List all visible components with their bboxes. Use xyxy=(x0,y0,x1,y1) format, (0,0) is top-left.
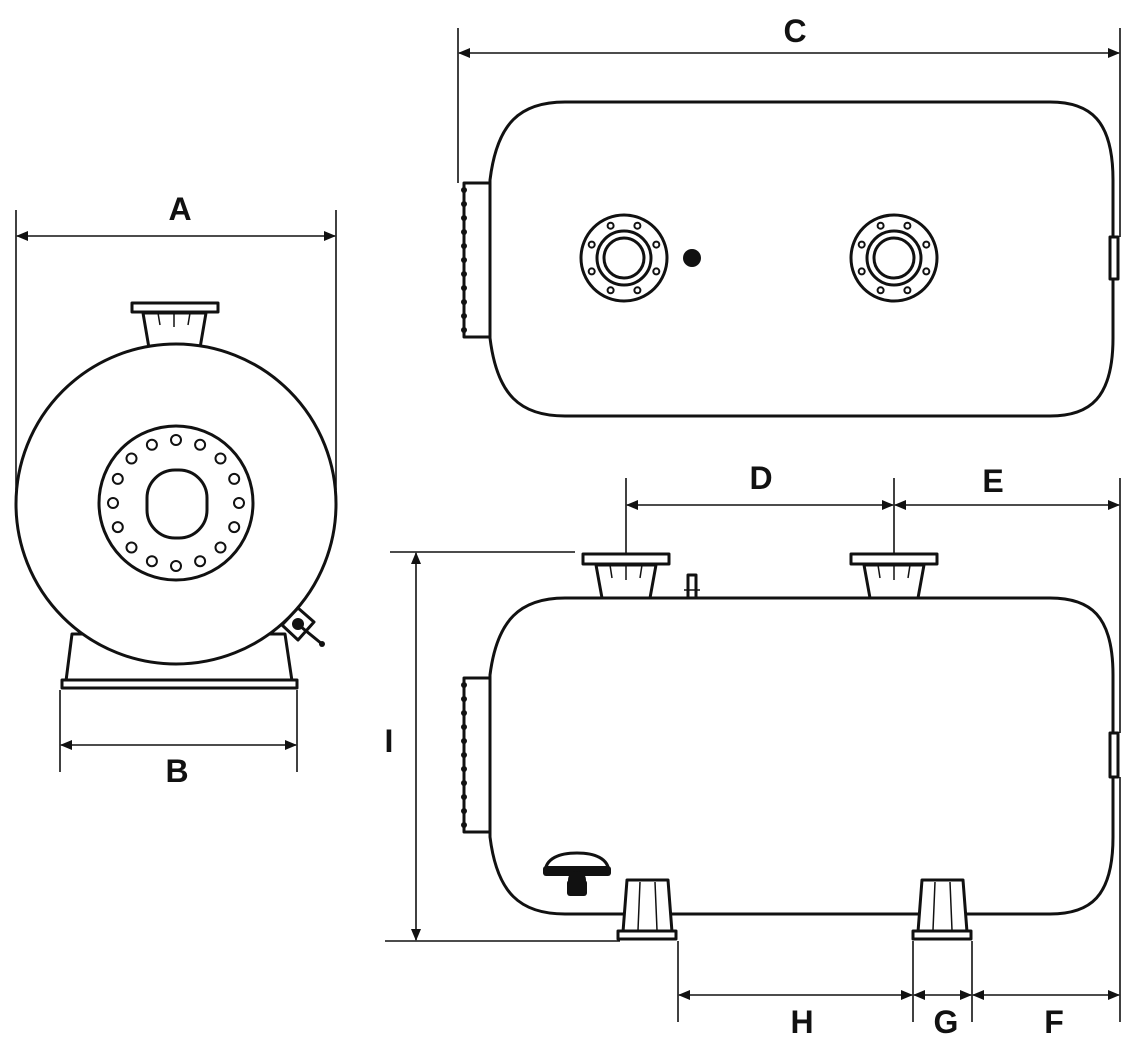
bolt xyxy=(125,541,138,554)
bolt xyxy=(461,738,467,744)
bolt xyxy=(125,452,138,465)
bolt xyxy=(903,286,912,295)
dimension-label-h: H xyxy=(790,1004,813,1039)
side-view-vent xyxy=(684,573,700,600)
side-view-leg-right xyxy=(911,878,973,941)
bolt xyxy=(111,521,124,534)
dimension-label-i: I xyxy=(385,723,394,759)
bolt xyxy=(652,240,661,249)
dimension-label-d: D xyxy=(749,460,772,496)
bolt xyxy=(461,696,467,702)
bolt xyxy=(461,794,467,800)
bolt xyxy=(461,215,467,221)
top-view-port-right xyxy=(849,213,939,303)
bolt xyxy=(145,438,158,451)
top-view-right-cap xyxy=(1108,235,1120,281)
side-view-manhole-flange xyxy=(462,676,492,834)
bolt xyxy=(214,452,227,465)
bolt xyxy=(461,724,467,730)
end-view-top-flange xyxy=(130,301,220,314)
side-view-shell xyxy=(488,596,1115,916)
dimension-label-f: F xyxy=(1044,1004,1064,1039)
bolt xyxy=(461,187,467,193)
bolt xyxy=(461,229,467,235)
top-view-manhole-flange xyxy=(462,181,492,339)
bolt xyxy=(461,299,467,305)
dimension-label-c: C xyxy=(783,13,806,49)
dimension-lines xyxy=(15,28,1121,1022)
side-view-drain-valve xyxy=(543,851,611,896)
manhole-bolts xyxy=(107,434,245,572)
end-view-base-plate xyxy=(60,678,299,690)
bolt xyxy=(587,267,596,276)
bolt xyxy=(461,710,467,716)
top-view-shell xyxy=(488,100,1115,418)
side-view-nozzle-left xyxy=(581,552,671,600)
end-view-valve xyxy=(280,606,325,647)
bolt xyxy=(461,201,467,207)
side-view-nozzle-right xyxy=(849,552,939,600)
bolt xyxy=(228,521,241,534)
bolt xyxy=(194,438,207,451)
bolt xyxy=(461,285,467,291)
top-view-gauge xyxy=(683,249,701,267)
bolt xyxy=(606,286,615,295)
bolt xyxy=(233,497,245,509)
bolt xyxy=(461,822,467,828)
bolt xyxy=(461,752,467,758)
bolt xyxy=(876,221,885,230)
bolt xyxy=(922,240,931,249)
end-view-manhole-opening xyxy=(145,468,209,540)
dimension-label-g: G xyxy=(934,1004,959,1039)
bolt xyxy=(194,555,207,568)
bolt xyxy=(461,780,467,786)
bolt xyxy=(170,434,182,446)
bolt xyxy=(461,808,467,814)
top-view xyxy=(461,100,1120,418)
side-view xyxy=(461,552,1120,941)
dimension-labels: A B C D E I H G F xyxy=(165,13,1063,1039)
side-view-leg-left xyxy=(616,878,678,941)
dimension-label-a: A xyxy=(168,191,191,227)
bolt xyxy=(461,243,467,249)
bolt xyxy=(228,472,241,485)
top-view-flange-bolts xyxy=(461,187,467,333)
bolt xyxy=(587,240,596,249)
bolt xyxy=(461,257,467,263)
bolt xyxy=(903,221,912,230)
end-view xyxy=(14,301,338,690)
bolt xyxy=(461,766,467,772)
bolt xyxy=(214,541,227,554)
bolt xyxy=(170,560,182,572)
bolt xyxy=(606,221,615,230)
bolt xyxy=(857,240,866,249)
bolt xyxy=(461,271,467,277)
bolt xyxy=(461,682,467,688)
dimension-label-b: B xyxy=(165,753,188,789)
bolt xyxy=(857,267,866,276)
bolt xyxy=(633,286,642,295)
bolt xyxy=(111,472,124,485)
bolt xyxy=(652,267,661,276)
bolt xyxy=(461,313,467,319)
bolt xyxy=(633,221,642,230)
dimension-label-e: E xyxy=(982,463,1003,499)
bolt xyxy=(461,327,467,333)
bolt xyxy=(107,497,119,509)
bolt xyxy=(876,286,885,295)
bolt xyxy=(922,267,931,276)
side-view-flange-bolts xyxy=(461,682,467,828)
top-view-port-left xyxy=(579,213,669,303)
bolt xyxy=(145,555,158,568)
side-view-right-cap xyxy=(1108,731,1120,779)
